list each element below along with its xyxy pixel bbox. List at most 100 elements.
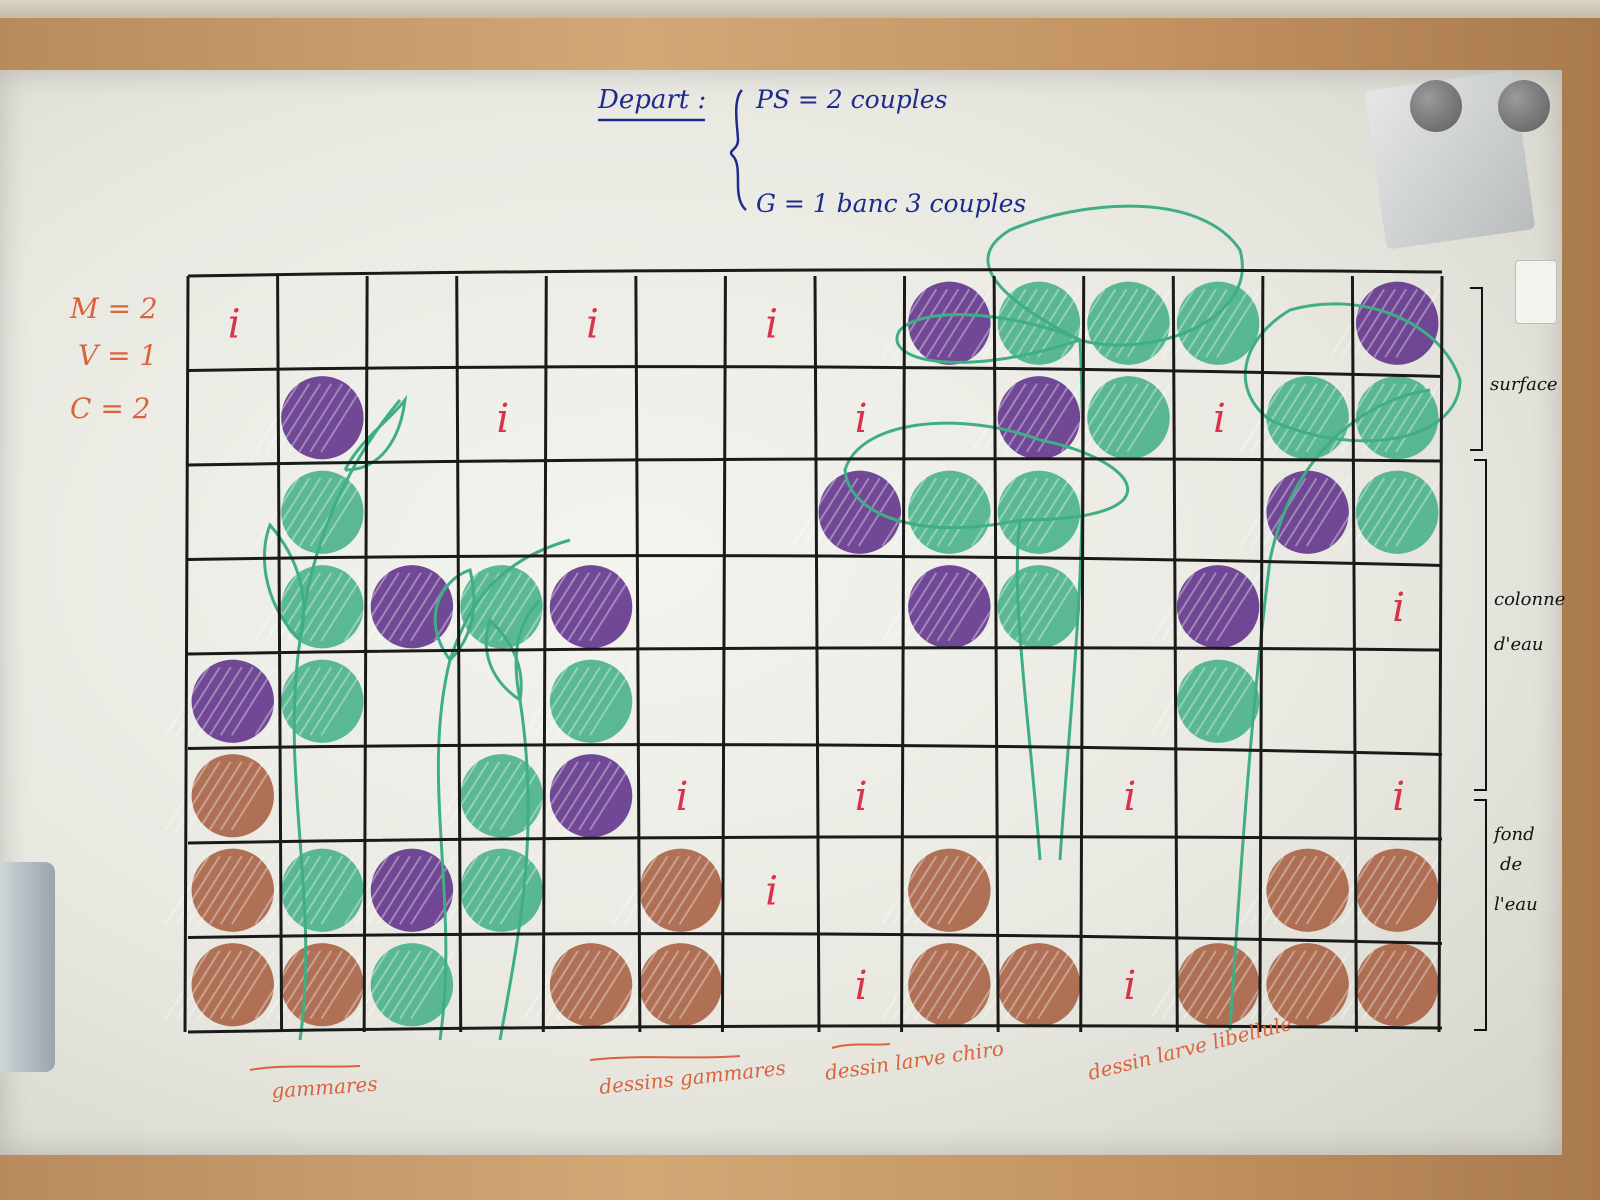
brown-cell	[1356, 943, 1439, 1027]
grid-horizontal-line	[187, 835, 1443, 845]
cell-hatching	[254, 477, 366, 547]
green-cell	[908, 470, 991, 554]
label-dessin-libellule: dessin larve libellule	[1085, 1011, 1294, 1085]
plant-leaf	[1243, 302, 1462, 443]
surface-bracket	[1470, 287, 1483, 451]
green-cell	[549, 659, 633, 743]
grid-vertical-line	[362, 275, 369, 1033]
plant-stem	[436, 538, 571, 1041]
plant-stem	[1228, 388, 1431, 1031]
grid-marker-i: i	[676, 774, 689, 820]
cell-hatching	[971, 572, 1082, 642]
grid-marker-i: i	[586, 301, 599, 347]
green-cell	[370, 943, 454, 1027]
grid-vertical-line	[1171, 275, 1179, 1033]
gammares-squiggle	[249, 1065, 361, 1071]
cell-hatching	[881, 855, 993, 925]
zone-surface: surface	[1490, 374, 1558, 395]
cell-hatching	[254, 666, 366, 736]
board-eraser	[0, 862, 55, 1072]
green-cell	[1087, 376, 1170, 460]
grid-lines	[183, 268, 1444, 1034]
brown-cell	[191, 754, 274, 838]
cell-hatching	[1150, 666, 1261, 736]
grid-cells-layer	[164, 281, 1441, 1027]
grid-horizontal-line	[187, 268, 1443, 278]
purple-cell	[281, 376, 364, 460]
cell-hatching	[254, 950, 366, 1020]
cell-hatching	[971, 477, 1082, 547]
grid-vertical-line	[1437, 275, 1444, 1033]
cell-hatching	[1150, 950, 1261, 1020]
green-cell	[460, 754, 543, 838]
grid-horizontal-line	[187, 932, 1443, 945]
cell-hatching	[1239, 950, 1351, 1020]
grid-marker-i: i	[497, 396, 510, 442]
cell-hatching	[1329, 477, 1441, 547]
grid-marker-i: i	[1213, 396, 1226, 442]
brown-cell	[639, 848, 722, 932]
grid-horizontal-line	[187, 743, 1443, 756]
grid-marker-i: i	[1124, 774, 1137, 820]
brown-cell	[1176, 943, 1260, 1027]
plant-leaf	[895, 313, 1081, 364]
cell-hatching	[344, 950, 455, 1020]
plant-stem	[1015, 519, 1042, 861]
label-dessins-gammares: dessins gammares	[598, 1056, 787, 1099]
grid-marker-i: i	[1124, 963, 1137, 1009]
brown-cell	[1356, 848, 1439, 932]
grid-vertical-line	[541, 275, 548, 1033]
cell-hatching	[1150, 572, 1261, 642]
cell-hatching	[433, 572, 545, 642]
cell-hatching	[1329, 855, 1441, 925]
depart-label: Depart :	[597, 85, 706, 115]
cell-hatching	[344, 855, 455, 925]
plant-leaf	[262, 522, 306, 642]
grid-horizontal-line	[187, 554, 1443, 567]
cell-hatching	[164, 855, 276, 925]
grid-horizontal-line	[187, 365, 1443, 378]
cell-hatching	[971, 950, 1082, 1020]
curly-brace	[729, 89, 747, 211]
green-cell	[281, 470, 364, 554]
purple-cell	[549, 754, 633, 838]
cell-hatching	[1329, 950, 1441, 1020]
grid-horizontal-line	[187, 1024, 1443, 1034]
brown-cell	[191, 943, 274, 1027]
header-notes: Depart : PS = 2 couples G = 1 banc 3 cou…	[597, 85, 1026, 218]
label-gammares: gammares	[271, 1072, 379, 1103]
purple-cell	[191, 659, 274, 743]
purple-cell	[997, 376, 1081, 460]
plant-leaf	[484, 617, 523, 702]
brown-cell	[549, 943, 633, 1027]
zone-fond-2: de	[1500, 854, 1522, 875]
grid-marker-i: i	[1392, 774, 1405, 820]
cell-hatching	[523, 950, 634, 1020]
cell-hatching	[791, 477, 903, 547]
grid-vertical-line	[1258, 275, 1265, 1033]
label-dessin-chiro: dessin larve chiro	[823, 1036, 1005, 1085]
plant-stem	[498, 598, 542, 1041]
cell-hatching	[433, 855, 545, 925]
brown-cell	[908, 943, 991, 1027]
depart-line-2: G = 1 banc 3 couples	[756, 189, 1026, 218]
rule-line-2: V = 1	[78, 339, 157, 372]
grid-horizontal-line	[187, 646, 1443, 656]
grid-vertical-line	[813, 275, 821, 1033]
cell-hatching	[433, 761, 545, 831]
depart-line-1: PS = 2 couples	[755, 85, 947, 114]
cell-hatching	[881, 950, 993, 1020]
grid-vertical-line	[1350, 275, 1358, 1033]
grid-vertical-line	[992, 275, 1000, 1033]
grid-marker-i: i	[855, 396, 868, 442]
grid-vertical-line	[900, 275, 907, 1033]
grid-vertical-line	[183, 275, 190, 1033]
grid-marker-i: i	[765, 868, 778, 914]
grid-horizontal-line	[187, 457, 1443, 467]
grid-marker-i: i	[228, 301, 241, 347]
brown-cell	[997, 943, 1081, 1027]
cell-hatching	[612, 855, 724, 925]
brown-cell	[191, 848, 274, 932]
